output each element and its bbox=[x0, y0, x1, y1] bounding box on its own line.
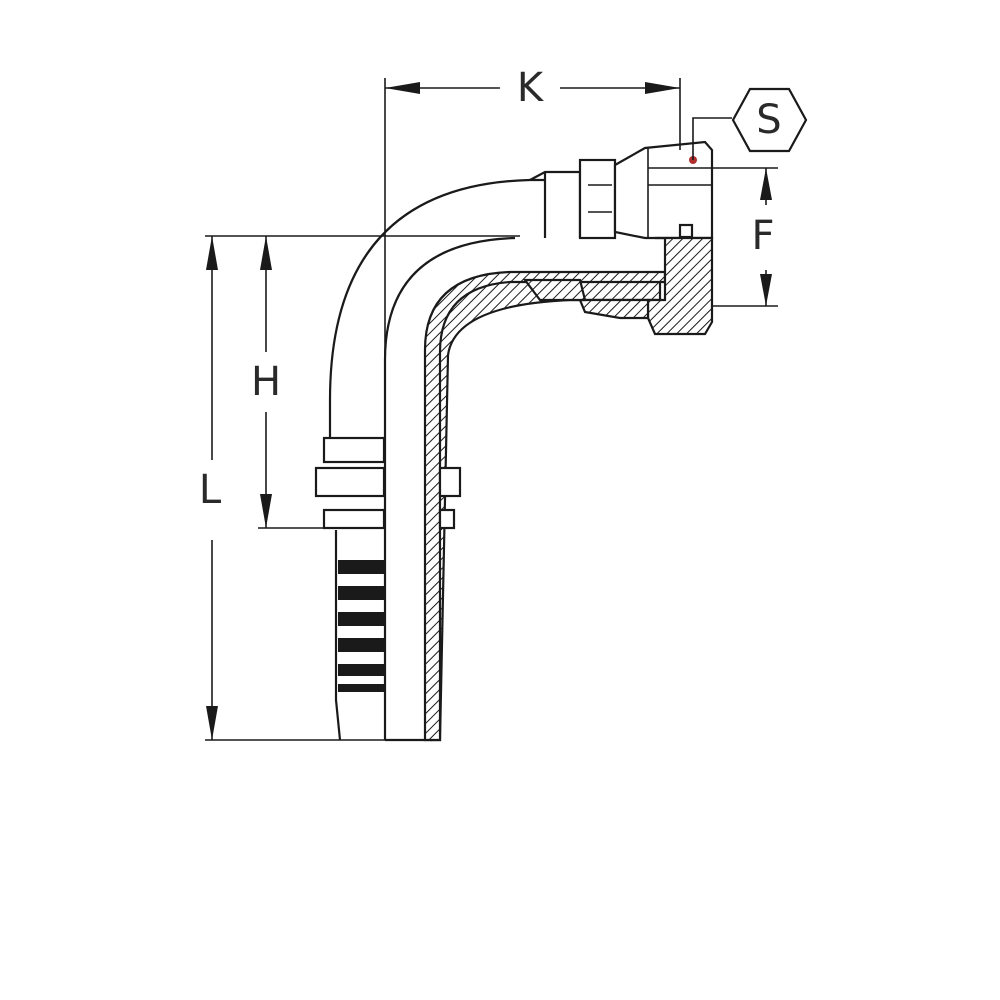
dimension-s: S bbox=[692, 87, 808, 160]
dimension-label-h: H bbox=[251, 359, 281, 405]
dimension-label-k: K bbox=[517, 65, 545, 111]
ferrule-ring-top bbox=[322, 436, 386, 464]
dimension-f: F bbox=[712, 167, 778, 307]
swivel-nut bbox=[522, 140, 714, 336]
dimension-k: K bbox=[384, 65, 681, 440]
dimension-label-s: S bbox=[756, 97, 781, 143]
ferrule-collar bbox=[314, 466, 386, 498]
dimension-label-l: L bbox=[199, 467, 222, 513]
sectioned-body bbox=[423, 270, 667, 742]
dimension-h: H bbox=[205, 235, 520, 529]
hex-callout-icon bbox=[731, 87, 808, 153]
hose-tail bbox=[314, 178, 545, 742]
barb-serrations bbox=[338, 560, 384, 692]
dimension-label-f: F bbox=[751, 213, 774, 259]
ferrule-ring-bottom bbox=[322, 508, 386, 530]
dimension-l: L bbox=[199, 236, 385, 741]
